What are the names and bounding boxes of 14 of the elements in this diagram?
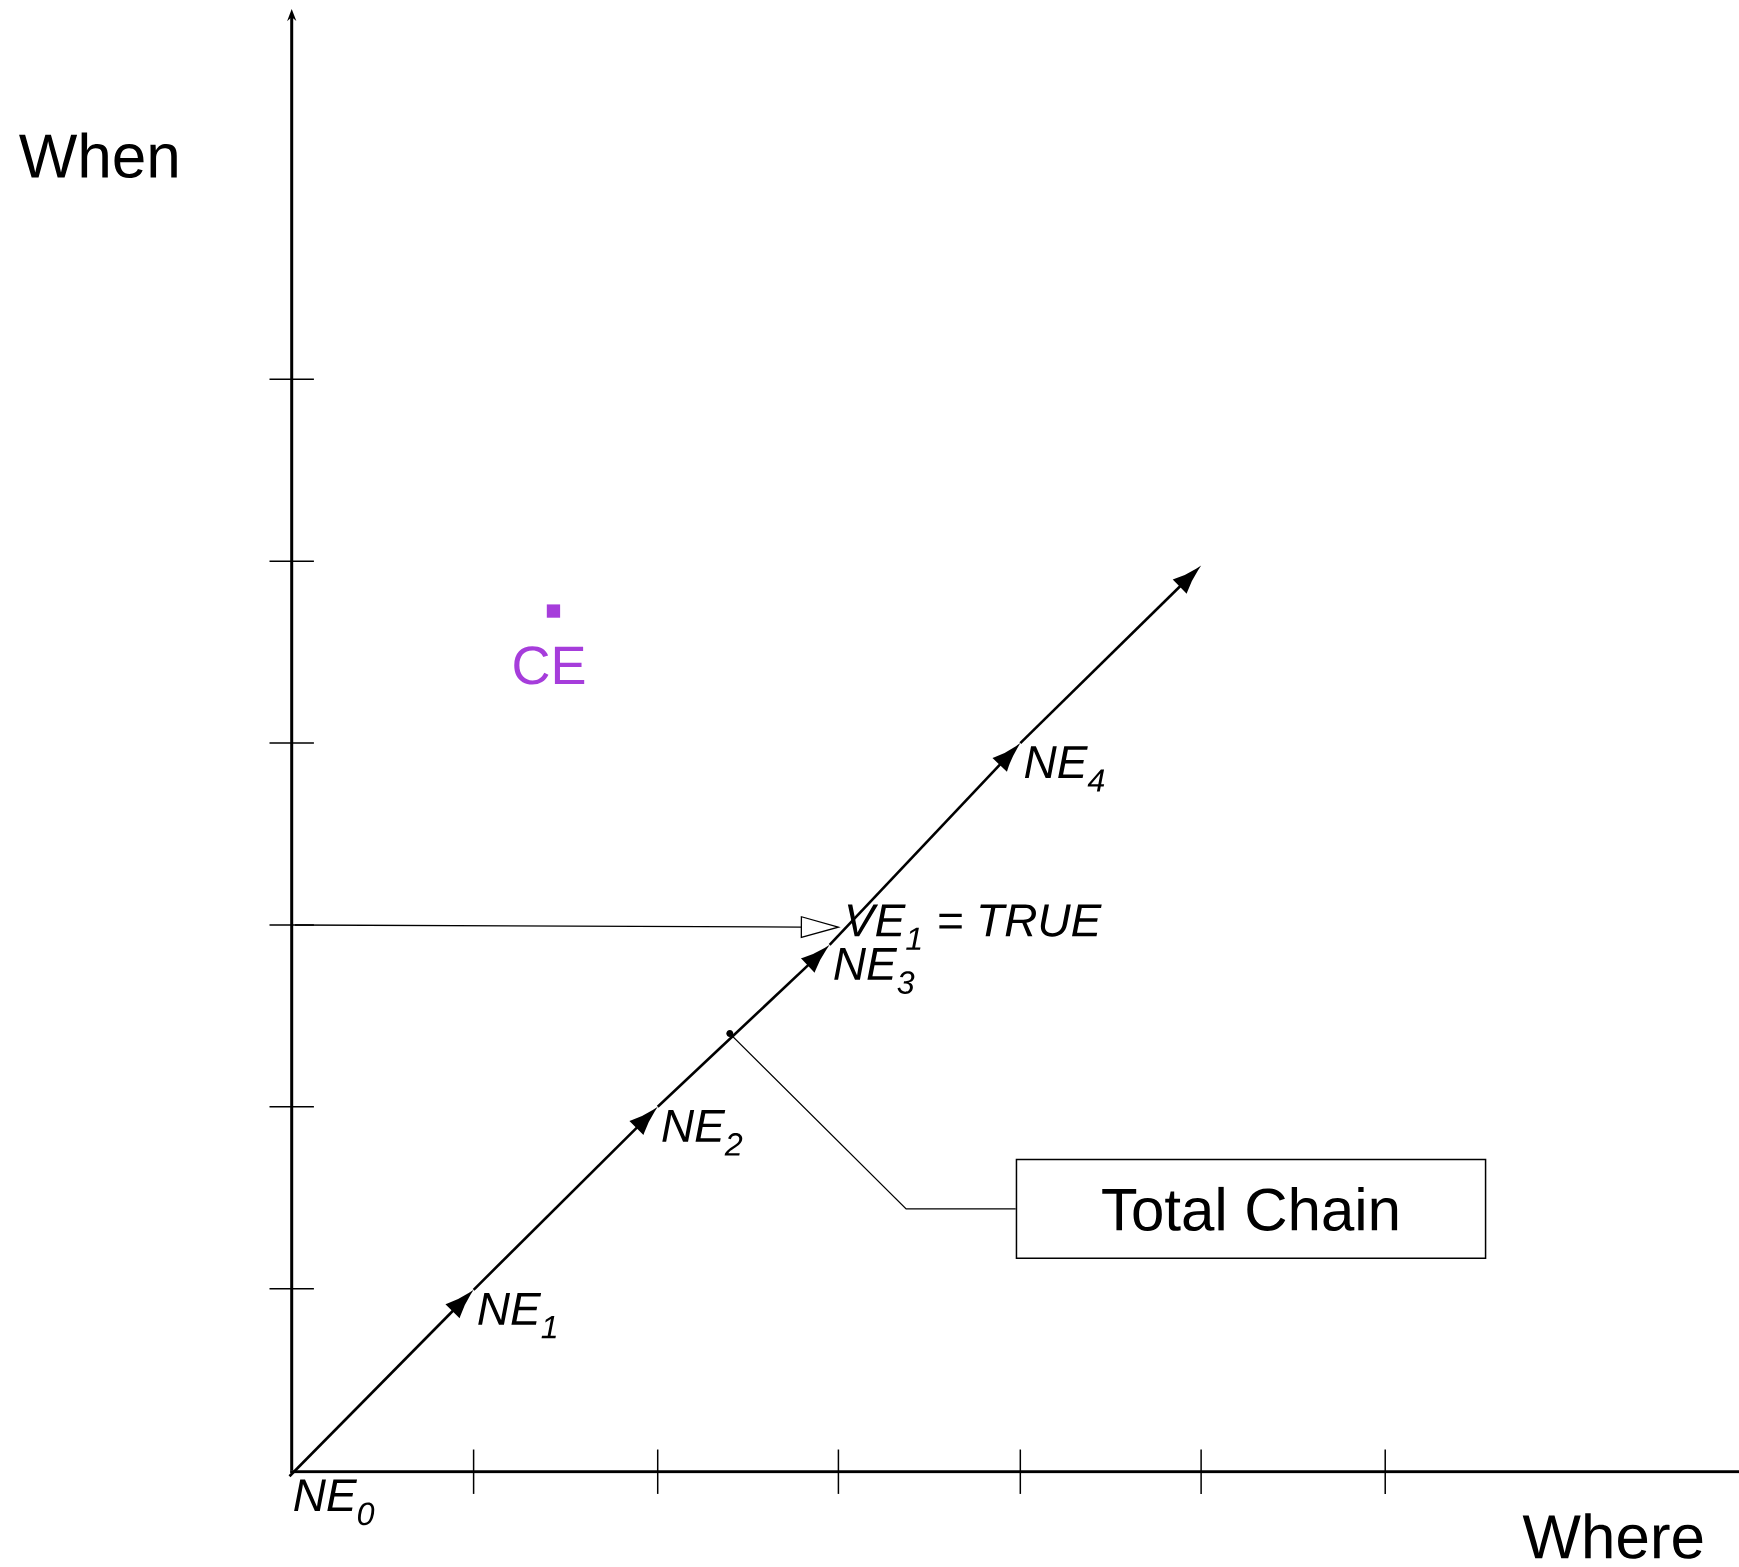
point-label: NE$_{1}$ <box>478 1293 556 1339</box>
point-label: NE$_{4}$ <box>1024 746 1105 792</box>
arrow <box>656 947 827 1108</box>
arrow <box>828 746 1018 946</box>
leader-line <box>729 1032 1017 1210</box>
point-label: NE$_{2}$ <box>662 1110 743 1156</box>
arrow <box>288 1292 471 1478</box>
arrow <box>1019 568 1199 745</box>
axis-title: Where <box>1522 1513 1703 1559</box>
axis-title: When <box>19 132 177 179</box>
callout-box: Total Chain <box>1015 1158 1487 1259</box>
point-label: CE <box>514 646 585 685</box>
arrow <box>472 1109 655 1291</box>
point-label: NE$_{0}$ <box>294 1479 375 1526</box>
